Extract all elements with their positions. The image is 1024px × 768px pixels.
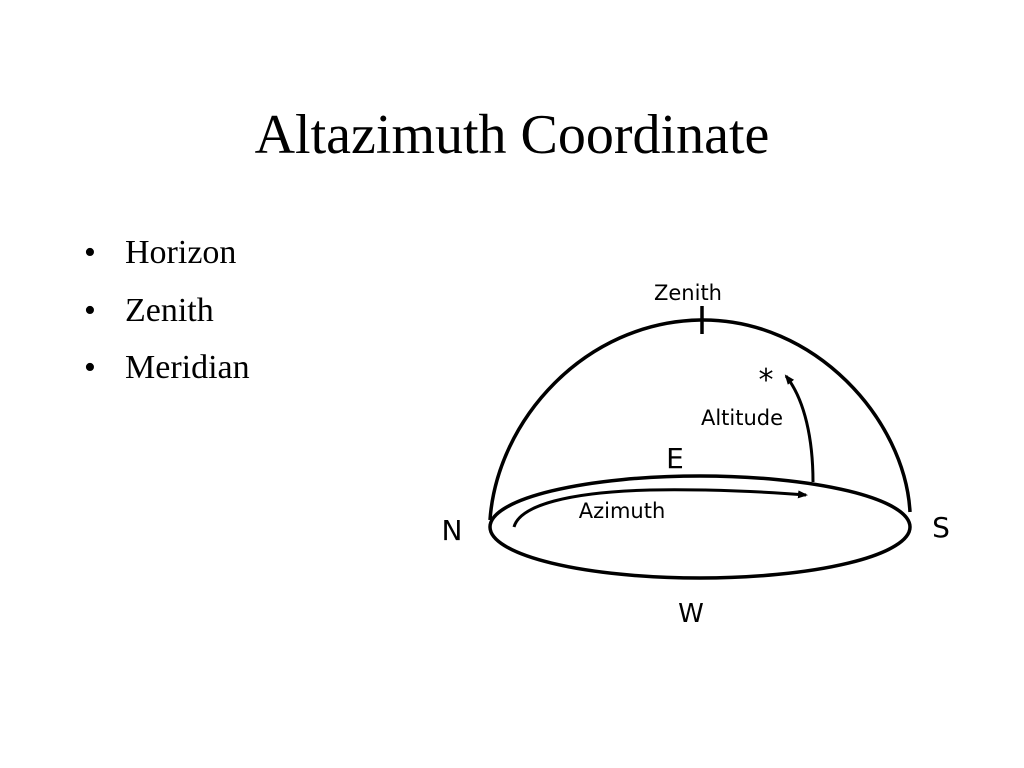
altazimuth-diagram: Zenith * Altitude E Azimuth N S W xyxy=(442,281,950,628)
bullet-item-meridian: • Meridian xyxy=(84,343,250,401)
star-marker: * xyxy=(759,363,774,398)
bullet-list: • Horizon • Zenith • Meridian xyxy=(84,228,250,401)
zenith-label: Zenith xyxy=(654,281,722,305)
altitude-label: Altitude xyxy=(701,406,783,430)
bullet-label: Zenith xyxy=(125,291,214,329)
bullet-dot: • xyxy=(84,349,96,386)
bullet-item-horizon: • Horizon xyxy=(84,228,250,286)
horizon-ellipse xyxy=(488,474,912,580)
azimuth-arrow xyxy=(512,488,808,528)
bullet-item-zenith: • Zenith xyxy=(84,286,250,344)
bullet-label: Meridian xyxy=(125,349,250,386)
slide-title: Altazimuth Coordinate xyxy=(254,104,770,166)
east-label: E xyxy=(666,442,684,475)
celestial-dome xyxy=(488,318,912,521)
altitude-arrow xyxy=(784,374,815,483)
bullet-dot: • xyxy=(84,291,96,329)
bullet-label: Horizon xyxy=(125,234,237,271)
west-label: W xyxy=(678,599,704,628)
south-label: S xyxy=(932,511,950,544)
bullet-dot: • xyxy=(84,234,96,271)
azimuth-label: Azimuth xyxy=(579,499,666,523)
north-label: N xyxy=(442,514,463,547)
